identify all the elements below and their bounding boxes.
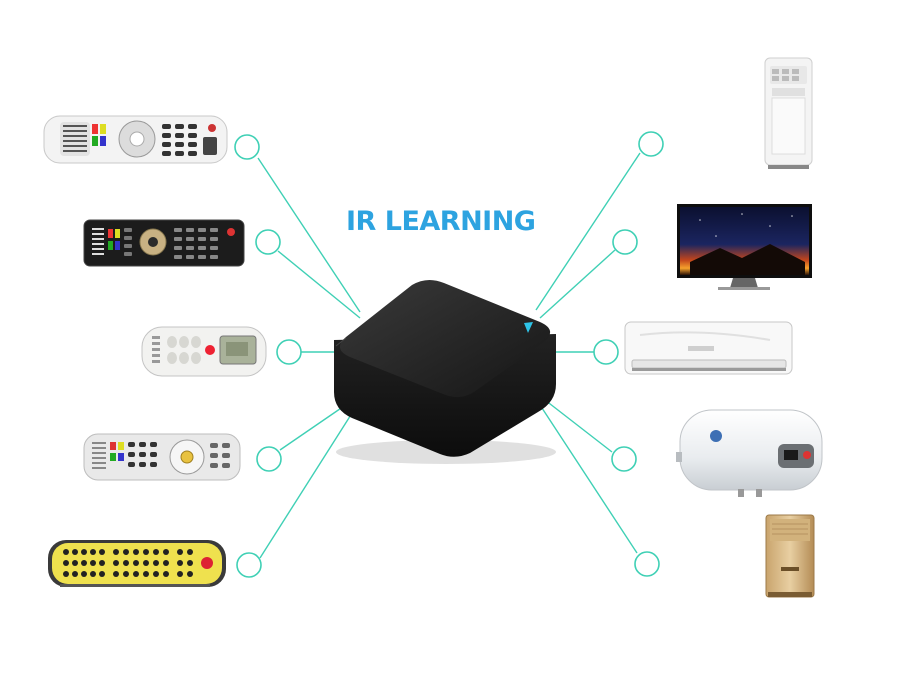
television [677, 204, 812, 290]
settop-remote [83, 433, 241, 481]
portable-air-conditioner [764, 57, 813, 169]
ir-blaster-hub [334, 279, 556, 464]
yellow-remote [48, 540, 226, 587]
air-purifier [765, 514, 815, 598]
water-heater [676, 409, 823, 497]
hub-led-icon [524, 322, 533, 333]
connector-lines [257, 152, 641, 559]
ac-remote [141, 326, 267, 377]
diagram-title: IR LEARNING [346, 206, 536, 237]
tv-remote-white [43, 115, 228, 164]
connector-nodes [234, 131, 664, 578]
tv-remote-black [83, 219, 245, 267]
split-air-conditioner [624, 321, 793, 375]
